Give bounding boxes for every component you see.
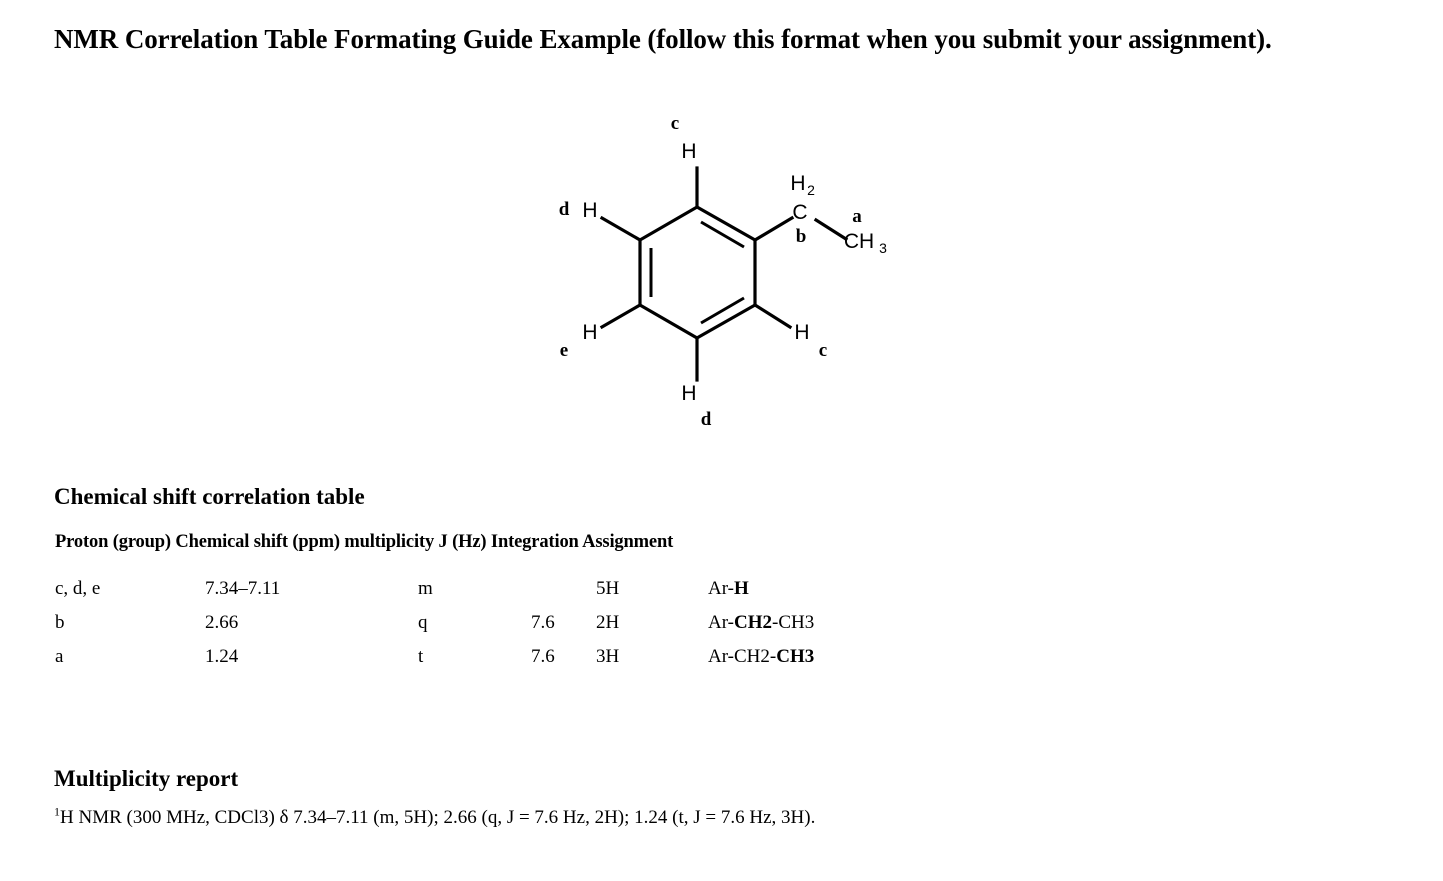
cell-assignment: Ar-H [708,578,749,600]
table-row: a 1.24 t 7.6 3H Ar-CH2-CH3 [0,646,1000,680]
cell-multiplicity: m [418,578,433,599]
cell-assignment: Ar-CH2-CH3 [708,612,814,634]
assignment-highlight: CH2 [734,612,772,633]
ring-upper-left-label-d: d [559,199,570,220]
cell-integration: 2H [596,612,620,633]
assignment-suffix: -CH3 [772,612,815,633]
ch2-carbon-atom: C [792,201,807,224]
assignment-prefix: Ar- [708,578,734,599]
cell-proton: b [55,612,65,633]
ring-upper-left-h-atom: H [582,199,597,222]
multiplicity-report-heading: Multiplicity report [54,766,239,791]
ring-top-label-c: c [671,113,679,134]
cell-proton: a [55,646,64,667]
table-row: c, d, e 7.34–7.11 m 5H Ar-H [0,578,1000,612]
multiplicity-report-line: 1H NMR (300 MHz, CDCl3) δ 7.34–7.11 (m, … [54,804,816,829]
correlation-table-body: c, d, e 7.34–7.11 m 5H Ar-H b 2.66 q 7.6… [0,578,1000,680]
ch3-subscript: 3 [879,240,887,256]
cell-chemical-shift: 7.34–7.11 [205,578,281,599]
ch2-label-b: b [796,226,807,247]
ch2-hydrogen-subscript: 2 [807,182,815,198]
ring-lower-right-h-atom: H [794,321,809,344]
ring-lower-left-label-e: e [560,340,568,361]
chemical-structure-figure: H c H d H e H d H c H 2 C b CH 3 a [540,100,920,440]
ring-bottom-label-d: d [701,409,712,430]
cell-j-coupling: 7.6 [531,612,555,633]
ring-bonds [637,204,758,341]
ch3-atom: CH [844,230,874,253]
assignment-highlight: H [734,578,749,599]
ethylbenzene-structure-svg: H c H d H e H d H c H 2 C b CH 3 a [559,113,887,430]
ch3-label-a: a [852,206,862,227]
cell-chemical-shift: 1.24 [205,646,239,667]
correlation-table-heading: Chemical shift correlation table [54,484,365,509]
ring-double-bond-inner-lines [649,220,745,325]
cell-integration: 5H [596,578,620,599]
cell-proton: c, d, e [55,578,101,599]
page-title: NMR Correlation Table Formating Guide Ex… [54,24,1272,54]
cell-assignment: Ar-CH2-CH3 [708,646,814,668]
assignment-highlight: CH3 [776,646,815,667]
ring-bottom-h-atom: H [681,382,696,405]
table-row: b 2.66 q 7.6 2H Ar-CH2-CH3 [0,612,1000,646]
nmr-nucleus-superscript: 1 [54,804,60,819]
cell-j-coupling: 7.6 [531,646,555,667]
ring-lower-right-label-c: c [819,340,827,361]
cell-multiplicity: t [418,646,424,667]
substituent-bonds [599,166,849,382]
cell-multiplicity: q [418,612,428,633]
cell-chemical-shift: 2.66 [205,612,239,633]
assignment-prefix: Ar- [708,612,734,633]
ch2-hydrogen-atom: H [790,172,805,195]
nmr-report-text: H NMR (300 MHz, CDCl3) δ 7.34–7.11 (m, 5… [60,807,816,828]
cell-integration: 3H [596,646,620,667]
ring-lower-left-h-atom: H [582,321,597,344]
assignment-prefix: Ar-CH2- [708,646,777,667]
ring-top-h-atom: H [681,140,696,163]
correlation-table-header: Proton (group) Chemical shift (ppm) mult… [55,532,674,552]
